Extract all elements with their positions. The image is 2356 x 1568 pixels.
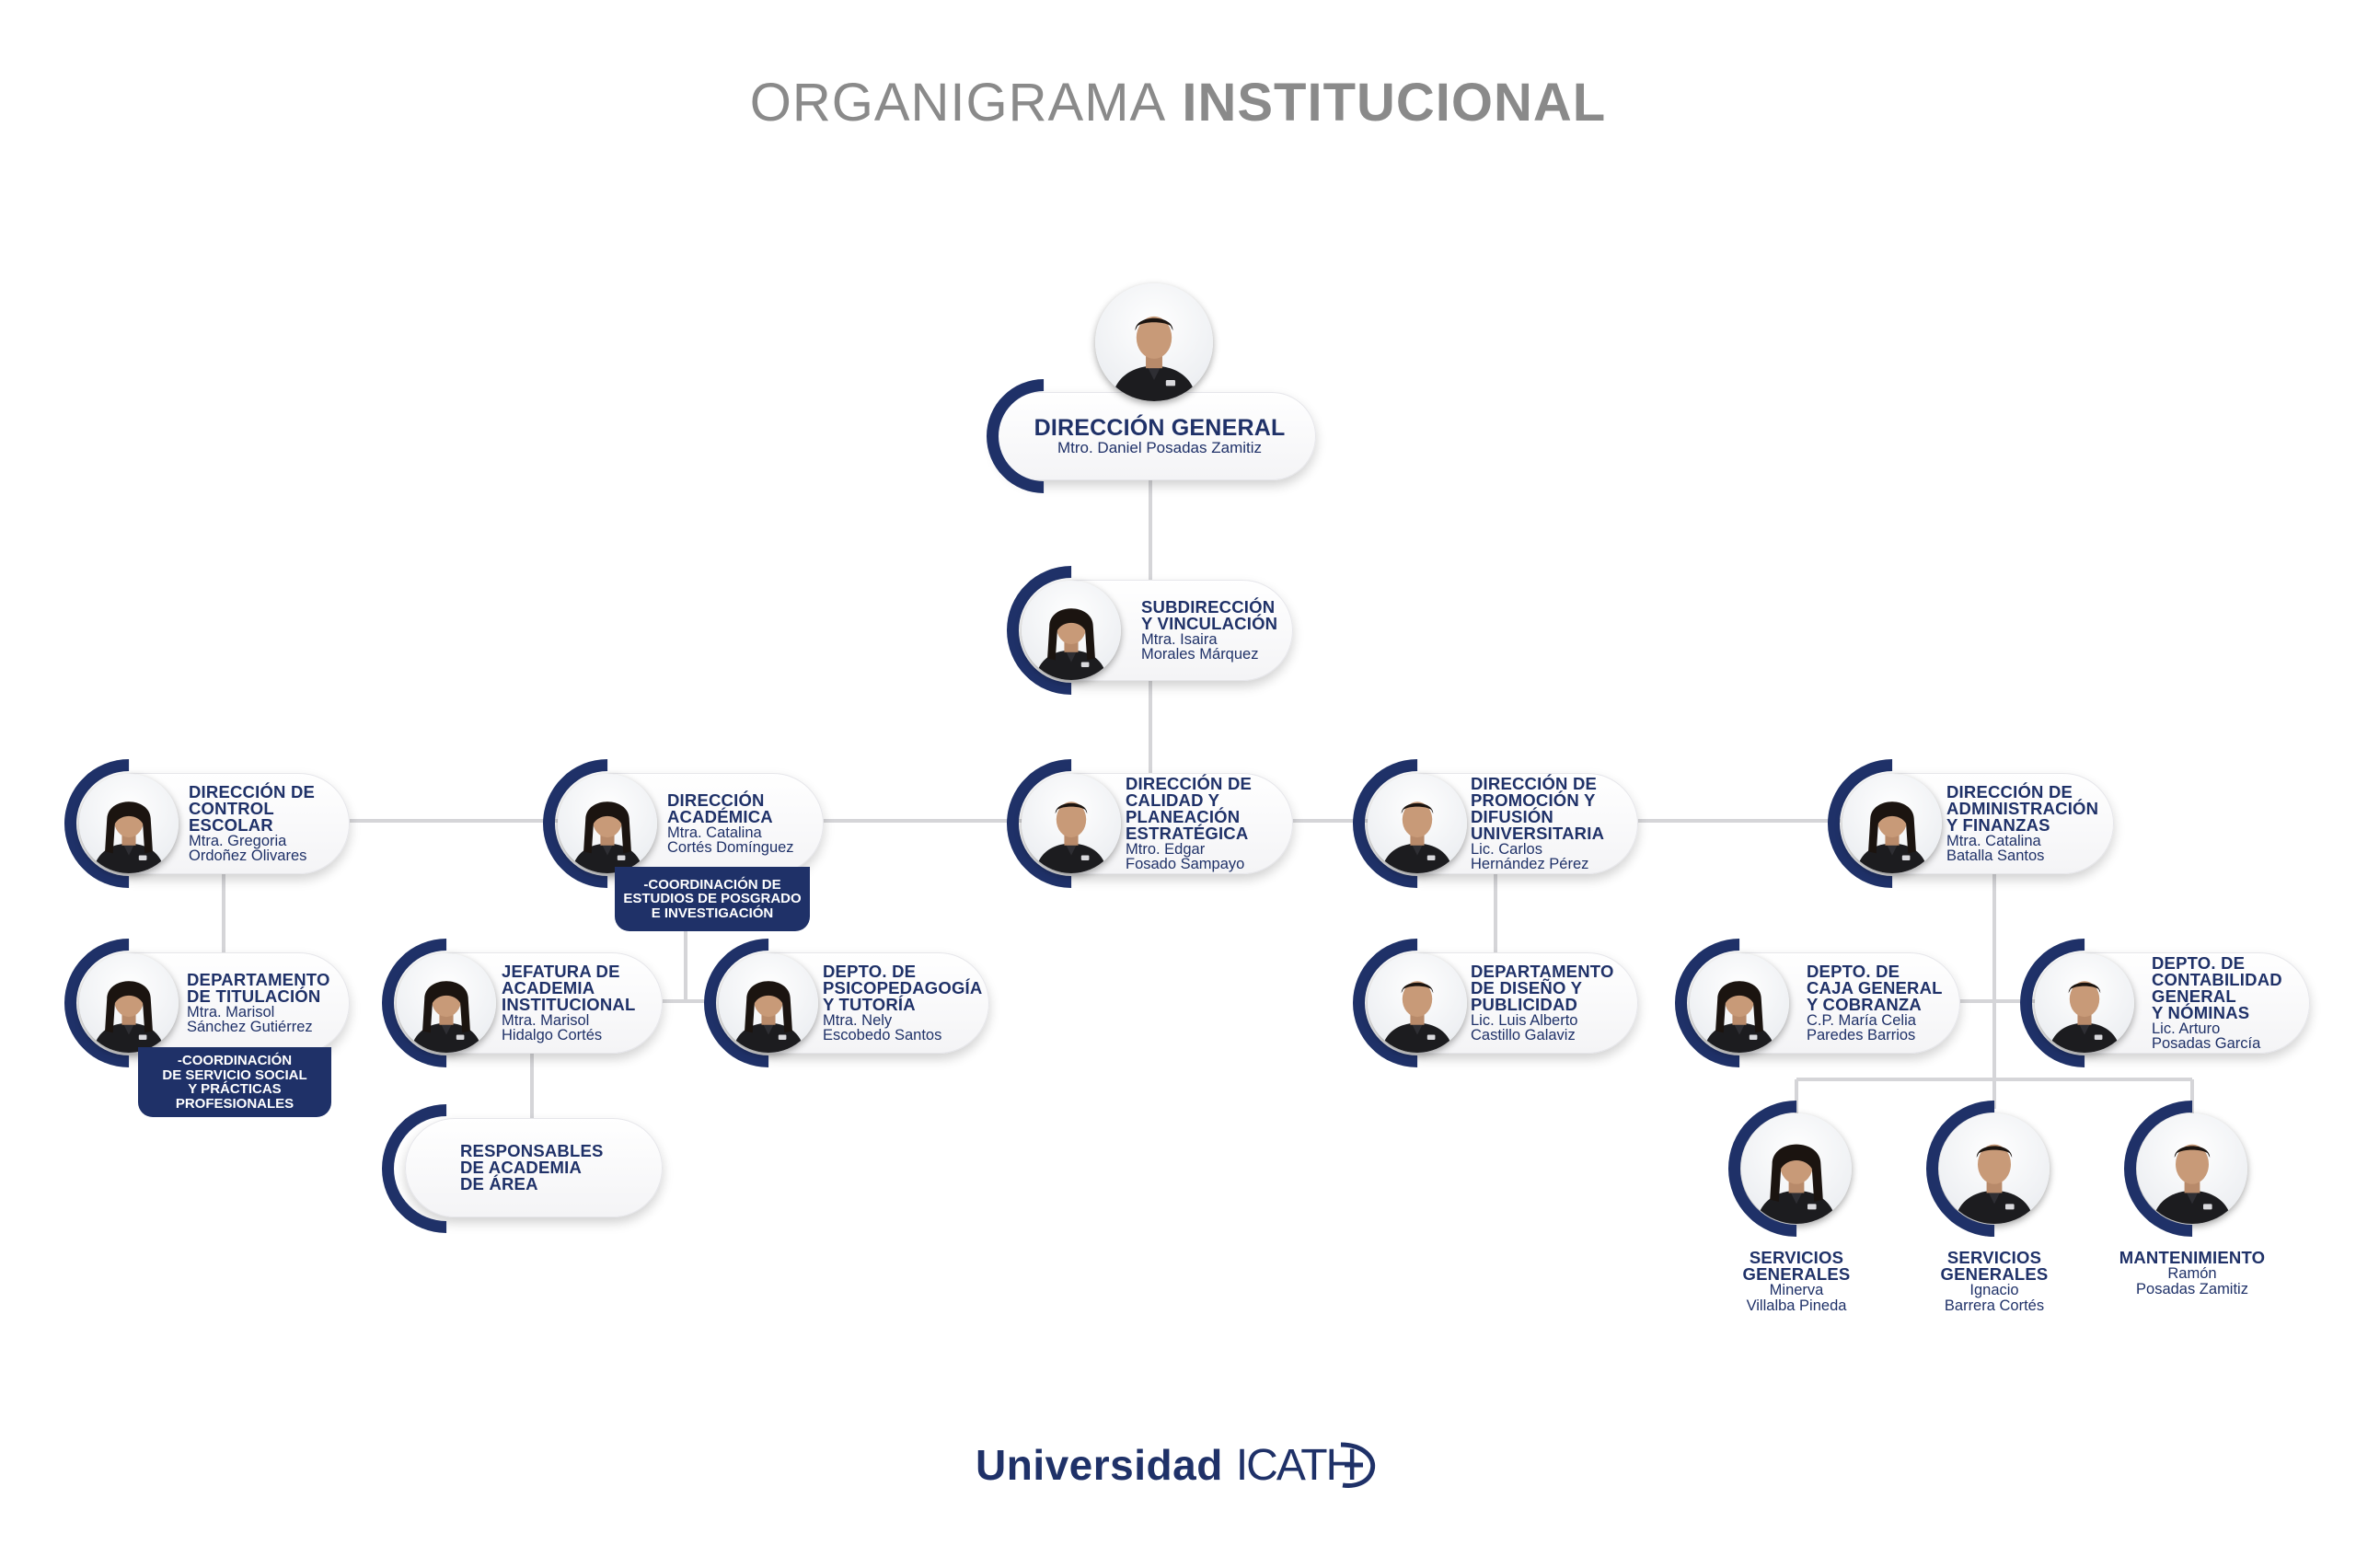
portrait-icon bbox=[93, 981, 165, 1053]
node-person-name: Minerva Villalba Pineda bbox=[1746, 1282, 1847, 1314]
node-title: DEPARTAMENTO DE TITULACIÓN bbox=[187, 969, 330, 1006]
node-person-name: Mtro. Edgar Fosado Sampayo bbox=[1126, 840, 1245, 872]
node-title: RESPONSABLES DE ACADEMIA DE ÁREA bbox=[460, 1141, 604, 1193]
portrait-icon bbox=[1035, 608, 1107, 680]
portrait-icon bbox=[733, 981, 804, 1053]
avatar bbox=[397, 953, 496, 1053]
portrait-icon bbox=[410, 981, 482, 1053]
node-person-name: Lic. Arturo Posadas García bbox=[2152, 1020, 2261, 1052]
portrait-icon bbox=[2049, 981, 2120, 1053]
node-title: SERVICIOS GENERALES bbox=[1742, 1248, 1851, 1284]
node-title: SUBDIRECCIÓN Y VINCULACIÓN bbox=[1141, 596, 1278, 633]
title-bold: INSTITUCIONAL bbox=[1182, 73, 1607, 133]
avatar bbox=[1939, 1113, 2050, 1224]
node-title: DEPTO. DE CONTABILIDAD GENERAL Y NÓMINAS bbox=[2152, 952, 2282, 1022]
portrait-icon bbox=[1954, 1144, 2035, 1224]
node-title: DIRECCIÓN DE PROMOCIÓN Y DIFUSIÓN UNIVER… bbox=[1471, 773, 1605, 843]
node-direccion-general: DIRECCIÓN GENERAL Mtro. Daniel Posadas Z… bbox=[994, 392, 1316, 480]
node-text: MANTENIMIENTO Ramón Posadas Zamitiz bbox=[2100, 1248, 2284, 1297]
portrait-icon bbox=[572, 801, 643, 873]
avatar bbox=[79, 774, 179, 873]
portrait-icon bbox=[1756, 1144, 1837, 1224]
node-responsables-academia: RESPONSABLES DE ACADEMIA DE ÁREA bbox=[405, 1118, 663, 1217]
node-person-name: Mtra. Marisol Hidalgo Cortés bbox=[502, 1011, 603, 1043]
portrait-icon bbox=[1111, 316, 1197, 401]
node-person-name: Mtra. Catalina Batalla Santos bbox=[1946, 832, 2045, 864]
node-person-name: Lic. Carlos Hernández Pérez bbox=[1471, 840, 1589, 872]
avatar bbox=[1022, 581, 1121, 680]
node-person-name: Mtra. Nely Escobedo Santos bbox=[823, 1011, 942, 1043]
node-person-name: C.P. María Celia Paredes Barrios bbox=[1807, 1011, 1916, 1043]
node-person-name: Mtra. Catalina Cortés Domínguez bbox=[667, 824, 794, 856]
university-logo: Universidad ICATH bbox=[976, 1428, 1378, 1502]
node-person-name: Lic. Luis Alberto Castillo Galaviz bbox=[1471, 1011, 1578, 1043]
node-title: DEPTO. DE PSICOPEDAGOGÍA Y TUTORÍA bbox=[823, 961, 983, 1014]
node-title: JEFATURA DE ACADEMIA INSTITUCIONAL bbox=[502, 961, 636, 1014]
node-title: DIRECCIÓN DE ADMINISTRACIÓN Y FINANZAS bbox=[1946, 781, 2099, 835]
portrait-icon bbox=[93, 801, 165, 873]
avatar bbox=[1368, 953, 1467, 1053]
avatar bbox=[1741, 1113, 1852, 1224]
node-text: SERVICIOS GENERALES Minerva Villalba Pin… bbox=[1704, 1248, 1888, 1314]
logo-mark-text: ICATH bbox=[1235, 1440, 1357, 1490]
node-title: MANTENIMIENTO bbox=[2119, 1248, 2266, 1267]
node-person-name: Mtro. Daniel Posadas Zamitiz bbox=[1057, 439, 1263, 456]
node-title: SERVICIOS GENERALES bbox=[1940, 1248, 2049, 1284]
portrait-icon bbox=[1856, 801, 1928, 873]
portrait-icon bbox=[1381, 981, 1453, 1053]
node-text: SERVICIOS GENERALES Ignacio Barrera Cort… bbox=[1902, 1248, 2086, 1314]
logo-mark: ICATH bbox=[1236, 1439, 1378, 1491]
avatar bbox=[2137, 1113, 2247, 1224]
node-title: DEPTO. DE CAJA GENERAL Y COBRANZA bbox=[1807, 961, 1943, 1014]
badge-coordinacion-servicio-social: -COORDINACIÓN DE SERVICIO SOCIAL Y PRÁCT… bbox=[138, 1047, 331, 1117]
portrait-icon bbox=[1703, 981, 1775, 1053]
logo-word: Universidad bbox=[976, 1441, 1223, 1489]
avatar bbox=[1690, 953, 1789, 1053]
avatar bbox=[1368, 774, 1467, 873]
avatar bbox=[719, 953, 818, 1053]
node-title: DIRECCIÓN ACADÉMICA bbox=[667, 790, 773, 826]
node-person-name: Mtra. Isaira Morales Márquez bbox=[1141, 630, 1259, 663]
node-title: DEPARTAMENTO DE DISEÑO Y PUBLICIDAD bbox=[1471, 961, 1614, 1014]
avatar bbox=[1842, 774, 1942, 873]
badge-coordinacion-posgrado: -COORDINACIÓN DE ESTUDIOS DE POSGRADO E … bbox=[615, 867, 810, 931]
avatar bbox=[1022, 774, 1121, 873]
avatar bbox=[1095, 283, 1213, 401]
node-title: DIRECCIÓN DE CALIDAD Y PLANEACIÓN ESTRAT… bbox=[1126, 773, 1253, 843]
node-title: DIRECCIÓN GENERAL bbox=[1034, 415, 1286, 441]
node-person-name: Mtra. Marisol Sánchez Gutiérrez bbox=[187, 1003, 313, 1035]
portrait-icon bbox=[1381, 801, 1453, 873]
node-person-name: Mtra. Gregoria Ordoñez Olivares bbox=[189, 832, 307, 864]
node-title: DIRECCIÓN DE CONTROL ESCOLAR bbox=[189, 781, 316, 835]
avatar bbox=[2035, 953, 2134, 1053]
page-title: ORGANIGRAMA INSTITUCIONAL bbox=[0, 72, 2356, 133]
avatar bbox=[558, 774, 657, 873]
portrait-icon bbox=[2152, 1144, 2233, 1224]
avatar bbox=[79, 953, 179, 1053]
title-light: ORGANIGRAMA bbox=[749, 73, 1167, 133]
node-contabilidad-nominas: DEPTO. DE CONTABILIDAD GENERAL Y NÓMINAS… bbox=[2043, 952, 2310, 1054]
logo-swoosh-icon bbox=[1341, 1442, 1376, 1488]
node-person-name: Ignacio Barrera Cortés bbox=[1944, 1282, 2045, 1314]
node-person-name: Ramón Posadas Zamitiz bbox=[2136, 1265, 2248, 1297]
portrait-icon bbox=[1035, 801, 1107, 873]
